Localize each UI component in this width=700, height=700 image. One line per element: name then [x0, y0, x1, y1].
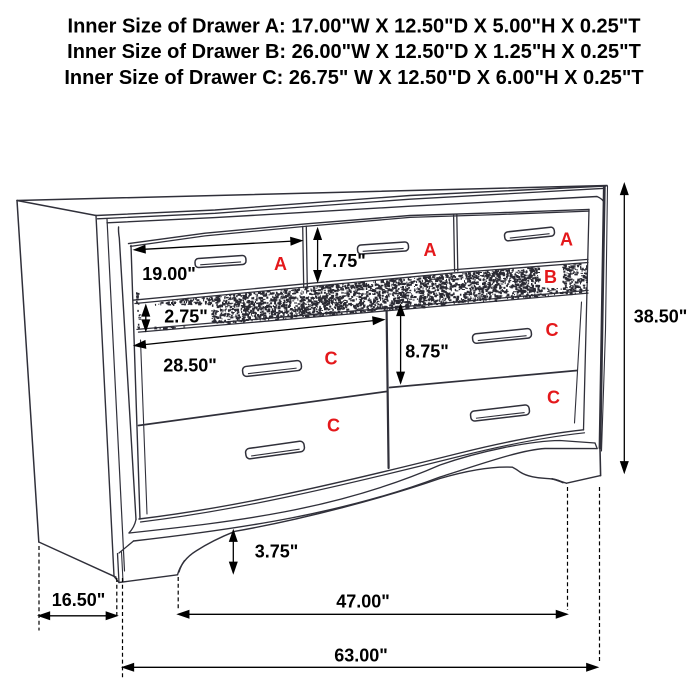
svg-text:C: C — [325, 349, 338, 369]
svg-text:Inner Size of Drawer C: 26.75": Inner Size of Drawer C: 26.75" W X 12.50… — [64, 67, 643, 89]
svg-text:16.50": 16.50" — [52, 590, 106, 610]
svg-text:63.00": 63.00" — [334, 646, 388, 666]
svg-text:C: C — [547, 388, 560, 408]
svg-text:C: C — [327, 416, 340, 436]
svg-text:Inner Size of Drawer B: 26.00": Inner Size of Drawer B: 26.00"W X 12.50"… — [67, 41, 641, 63]
svg-text:19.00": 19.00" — [142, 264, 196, 284]
svg-text:3.75": 3.75" — [255, 542, 299, 562]
svg-text:B: B — [544, 267, 557, 287]
svg-text:38.50": 38.50" — [634, 307, 688, 327]
svg-text:2.75": 2.75" — [164, 307, 208, 327]
svg-text:C: C — [546, 320, 559, 340]
svg-text:8.75": 8.75" — [405, 342, 449, 362]
svg-text:A: A — [560, 230, 573, 250]
svg-text:28.50": 28.50" — [163, 356, 217, 376]
svg-text:47.00": 47.00" — [336, 592, 390, 612]
svg-text:7.75": 7.75" — [322, 251, 366, 271]
svg-text:A: A — [274, 254, 287, 274]
svg-text:Inner Size of Drawer A: 17.00": Inner Size of Drawer A: 17.00"W X 12.50"… — [68, 16, 641, 38]
svg-text:A: A — [424, 240, 437, 260]
